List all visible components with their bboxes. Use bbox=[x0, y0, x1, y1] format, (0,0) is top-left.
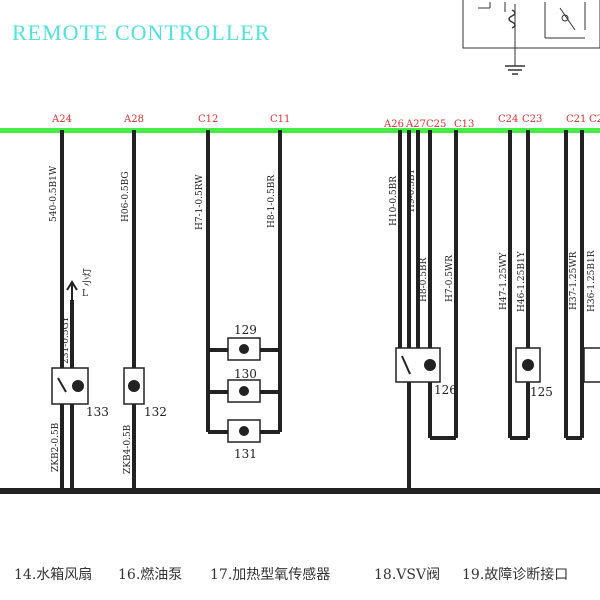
pin-label: A24 bbox=[51, 114, 72, 125]
component-number: 130 bbox=[234, 367, 257, 381]
wire-label: 540-0.5B1W bbox=[49, 165, 59, 222]
pin-label: C21 bbox=[566, 114, 586, 125]
component-number: 132 bbox=[144, 405, 167, 419]
component-number: 126 bbox=[434, 383, 457, 397]
ecu-bus bbox=[0, 128, 600, 133]
caption-item: 18.VSV阀 bbox=[374, 567, 441, 583]
connector-right bbox=[583, 347, 600, 383]
pin-label: A28 bbox=[123, 114, 144, 125]
wire-label: 231-0.5GY bbox=[61, 315, 71, 364]
pin-label: C24 bbox=[498, 114, 518, 125]
connector-130 bbox=[227, 379, 261, 403]
connector-129 bbox=[227, 337, 261, 361]
pin-label: C23 bbox=[522, 114, 542, 125]
relay-133 bbox=[51, 367, 89, 405]
wire-label: ZKB4-0.5B bbox=[123, 424, 133, 474]
pin-label: C25 bbox=[426, 119, 446, 130]
wire-label: H8-0.5BR bbox=[419, 257, 429, 302]
wire-label: H36-1.25B1R bbox=[587, 250, 597, 312]
wire-label: L bbox=[82, 289, 88, 299]
caption-item: 14.水箱风扇 bbox=[14, 567, 93, 583]
wire-label: H7-0.5WR bbox=[445, 255, 455, 302]
wire-label: H46-1.25B1Y bbox=[517, 250, 527, 312]
relay-132 bbox=[123, 367, 145, 405]
pin-label: C12 bbox=[198, 114, 218, 125]
pin-label: C13 bbox=[454, 119, 474, 130]
pin-label: C2 bbox=[589, 114, 600, 125]
wire-label: H47-1.25WY bbox=[499, 251, 509, 310]
wire-label: H10-0.5BR bbox=[389, 176, 399, 226]
pin-label: C11 bbox=[270, 114, 290, 125]
wire-label: H7-1-0.5RW bbox=[195, 174, 205, 230]
connector-131 bbox=[227, 419, 261, 443]
caption-row: 14.水箱风扇 16.燃油泵 17.加热型氧传感器 18.VSV阀 19.故障诊… bbox=[0, 564, 600, 588]
wire-label: H37-1.25WR bbox=[569, 251, 579, 310]
component-number: 133 bbox=[86, 405, 109, 419]
wire-label: H9-0.5BY bbox=[407, 168, 417, 212]
component-number: 129 bbox=[234, 323, 257, 337]
component-number: 125 bbox=[530, 385, 553, 399]
wire-label: ZKB2-0.5B bbox=[51, 422, 61, 472]
pin-label: A27 bbox=[405, 119, 426, 130]
wires bbox=[60, 130, 584, 492]
component-number: 131 bbox=[234, 447, 257, 461]
relay-box bbox=[462, 0, 600, 75]
pin-label: A26 bbox=[383, 119, 404, 130]
caption-item: 16.燃油泵 bbox=[118, 567, 183, 583]
caption-item: 17.加热型氧传感器 bbox=[210, 567, 331, 583]
connector-125 bbox=[515, 347, 541, 383]
diagram-title: REMOTE CONTROLLER bbox=[12, 20, 271, 45]
arrow-up-icon bbox=[66, 280, 78, 300]
wire-label: 小灯 bbox=[82, 268, 93, 286]
wire-label: H8-1-0.5BR bbox=[267, 175, 277, 228]
caption-item: 19.故障诊断接口 bbox=[462, 567, 569, 583]
wire-label: H06-0.5BG bbox=[121, 171, 131, 222]
connector-126 bbox=[395, 347, 441, 383]
ground-bus bbox=[0, 488, 600, 494]
